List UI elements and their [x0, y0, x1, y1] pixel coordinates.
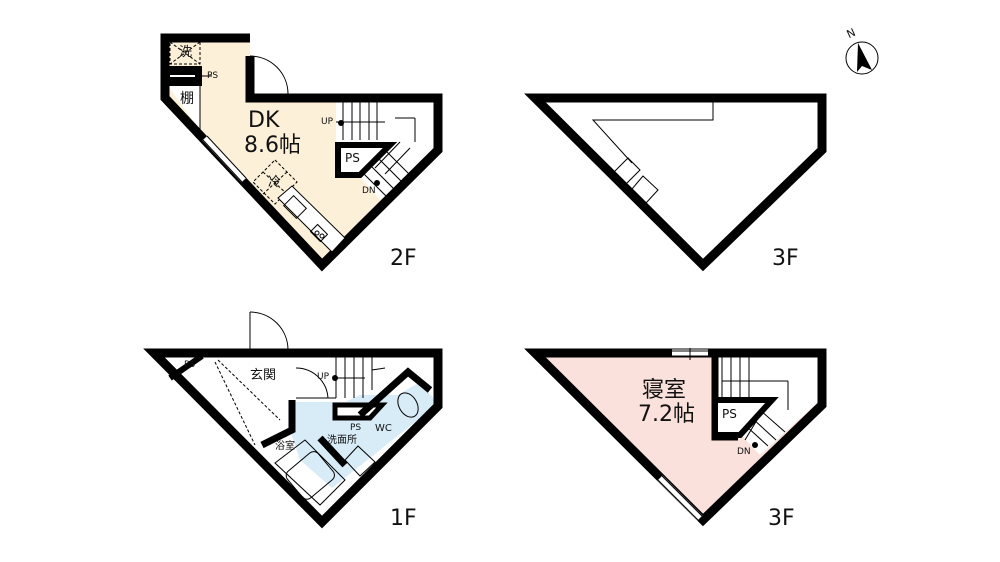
washer-label: 洗 — [179, 45, 193, 60]
bath-label: 浴室 — [275, 441, 295, 452]
shelf-label: 棚 — [180, 91, 194, 107]
floor-label-2f: 2F — [390, 246, 417, 271]
ps-label-1f-corner: PS — [184, 360, 196, 370]
floor-3f-roof-plan — [524, 93, 827, 272]
dk-room-name: DK — [248, 108, 280, 133]
fridge-label: 冷 — [268, 175, 282, 190]
floor-2f-plan — [160, 33, 443, 272]
up-label-1f: UP — [317, 372, 330, 382]
floor-label-3f-bedroom: 3F — [768, 506, 795, 531]
ps-label-3f: PS — [722, 407, 737, 421]
dn-label-2f: DN — [362, 186, 376, 196]
floor-3f-bedroom-plan — [524, 348, 827, 527]
compass-rose — [845, 41, 879, 75]
entrance-label: 玄関 — [250, 368, 277, 383]
bedroom-name: 寝室 — [642, 378, 687, 403]
up-label-2f: UP — [321, 117, 334, 127]
dk-room-size: 8.6帖 — [244, 133, 301, 158]
ps-label-1f-center: PS — [350, 423, 362, 433]
floor-1f-plan — [143, 311, 443, 529]
bedroom-size: 7.2帖 — [638, 402, 695, 427]
ps-label-2f-outer: PS — [207, 71, 219, 81]
dn-label-3f: DN — [737, 447, 751, 457]
washroom-label: 洗面所 — [327, 435, 357, 446]
wc-label: WC — [375, 423, 392, 434]
ps-label-2f-stair: PS — [345, 151, 360, 165]
floor-label-3f-roof: 3F — [772, 246, 799, 271]
floor-label-1f: 1F — [390, 506, 417, 531]
